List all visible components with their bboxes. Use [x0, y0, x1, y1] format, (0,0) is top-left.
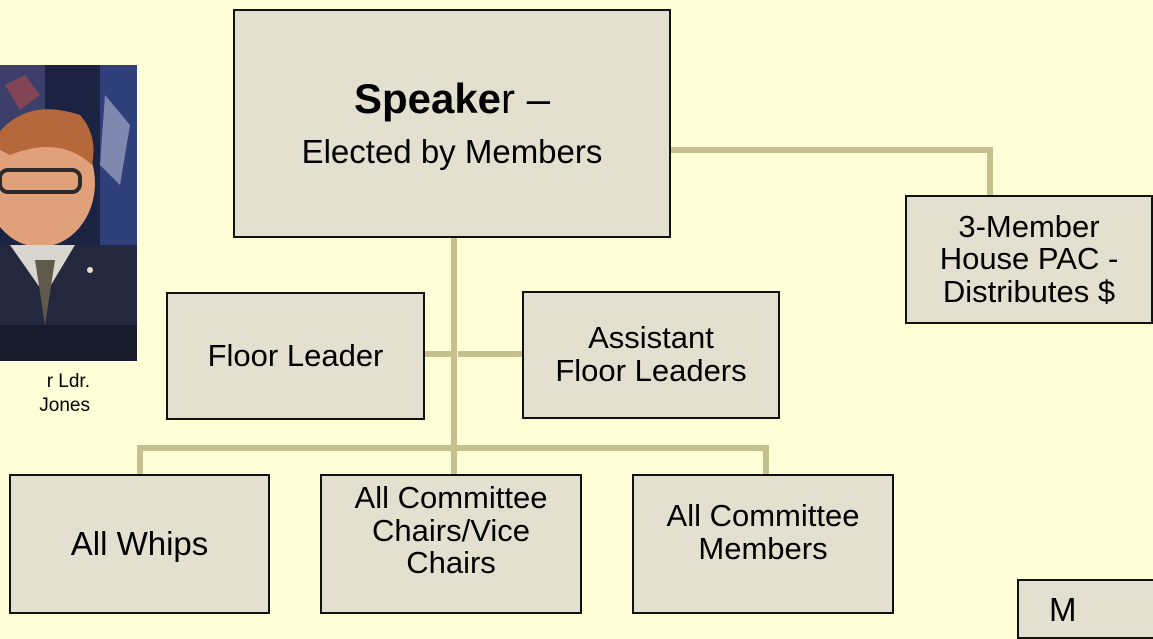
committee-members-line1: All Committee: [666, 498, 860, 533]
house-pac-box: 3-Member House PAC - Distributes $: [905, 195, 1153, 324]
connector-speaker-to-pac-vertical: [987, 147, 993, 197]
partial-box-label: M: [1049, 591, 1077, 628]
portrait-caption-line1: r Ldr.: [46, 371, 90, 392]
committee-members-line2: Members: [698, 530, 828, 566]
committee-chairs-line1: All Committee: [354, 480, 548, 515]
house-pac-line3: Distributes $: [942, 273, 1116, 309]
house-pac-line2: House PAC -: [939, 241, 1119, 277]
portrait-caption-line2: Jones: [39, 394, 90, 416]
assistant-floor-leaders-line2: Floor Leaders: [555, 353, 747, 388]
house-pac-line1: 3-Member: [958, 208, 1100, 244]
floor-leader-box: Floor Leader: [166, 292, 425, 420]
portrait-photo: [0, 65, 137, 361]
connector-speaker-trunk: [451, 236, 457, 451]
floor-leader-label: Floor Leader: [207, 337, 384, 373]
speaker-title-bold: Speake: [353, 75, 502, 123]
committee-chairs-line2: Chairs/Vice: [372, 512, 530, 548]
partial-box: M: [1017, 579, 1153, 639]
all-whips-label: All Whips: [70, 524, 209, 562]
portrait-image: [0, 65, 137, 361]
connector-chairs-drop: [451, 445, 457, 477]
committee-members-box: All Committee Members: [632, 474, 894, 614]
speaker-title-rest: r –: [501, 75, 551, 123]
all-whips-box: All Whips: [9, 474, 270, 614]
committee-chairs-box: All Committee Chairs/Vice Chairs: [320, 474, 582, 614]
portrait-caption: r Ldr. Jones: [0, 370, 90, 418]
speaker-title: Speaker –: [354, 77, 550, 121]
assistant-floor-leaders-box: Assistant Floor Leaders: [522, 291, 780, 419]
connector-whips-drop: [137, 445, 143, 475]
connector-floor-leader: [424, 351, 454, 357]
connector-assistant-floor-leaders: [458, 351, 524, 357]
speaker-subtitle: Elected by Members: [301, 133, 603, 171]
committee-chairs-line3: Chairs: [406, 545, 496, 581]
connector-speaker-to-pac-horizontal: [669, 147, 993, 153]
speaker-box: Speaker – Elected by Members: [233, 9, 671, 238]
assistant-floor-leaders-line1: Assistant: [588, 320, 714, 356]
connector-members-drop: [763, 445, 769, 475]
